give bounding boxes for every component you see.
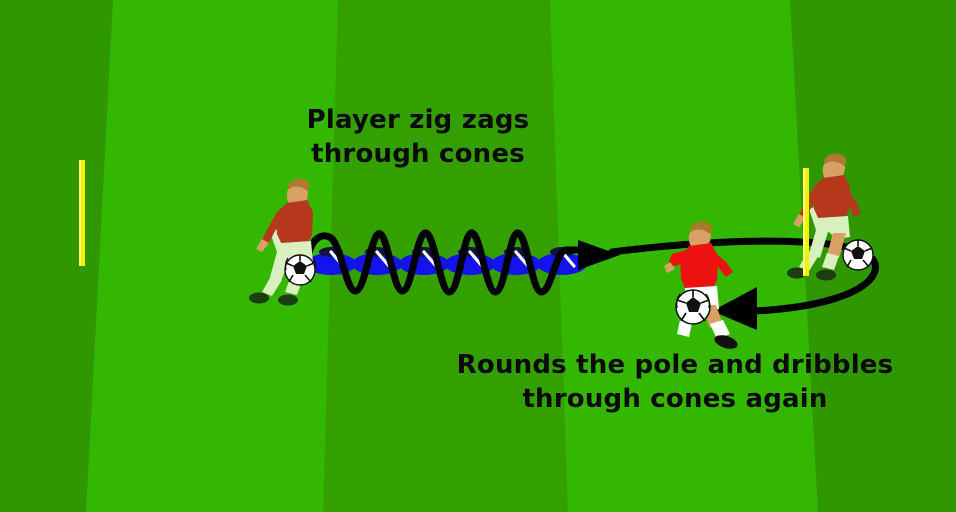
return-arrowhead-icon [712, 287, 757, 330]
pole-left [79, 160, 85, 266]
round-pole-return-path [608, 237, 880, 330]
field-stripe-light-1 [86, 0, 338, 512]
player-returning [664, 221, 738, 349]
field-stripe-dark-edge-left [0, 0, 113, 512]
caption-round-pole-instruction: Rounds the pole and dribbles through con… [456, 350, 894, 415]
pole-right [803, 168, 809, 276]
player-start [249, 178, 317, 306]
zigzag-dribble-path [303, 229, 620, 296]
ball-center-player [675, 289, 711, 325]
caption-zigzag-instruction: Player zig zags through cones [306, 105, 530, 170]
ball-left-player [284, 254, 317, 286]
zigzag-arrowhead-icon [578, 240, 620, 270]
player-at-pole [787, 153, 874, 281]
ball-right-player [842, 239, 874, 271]
